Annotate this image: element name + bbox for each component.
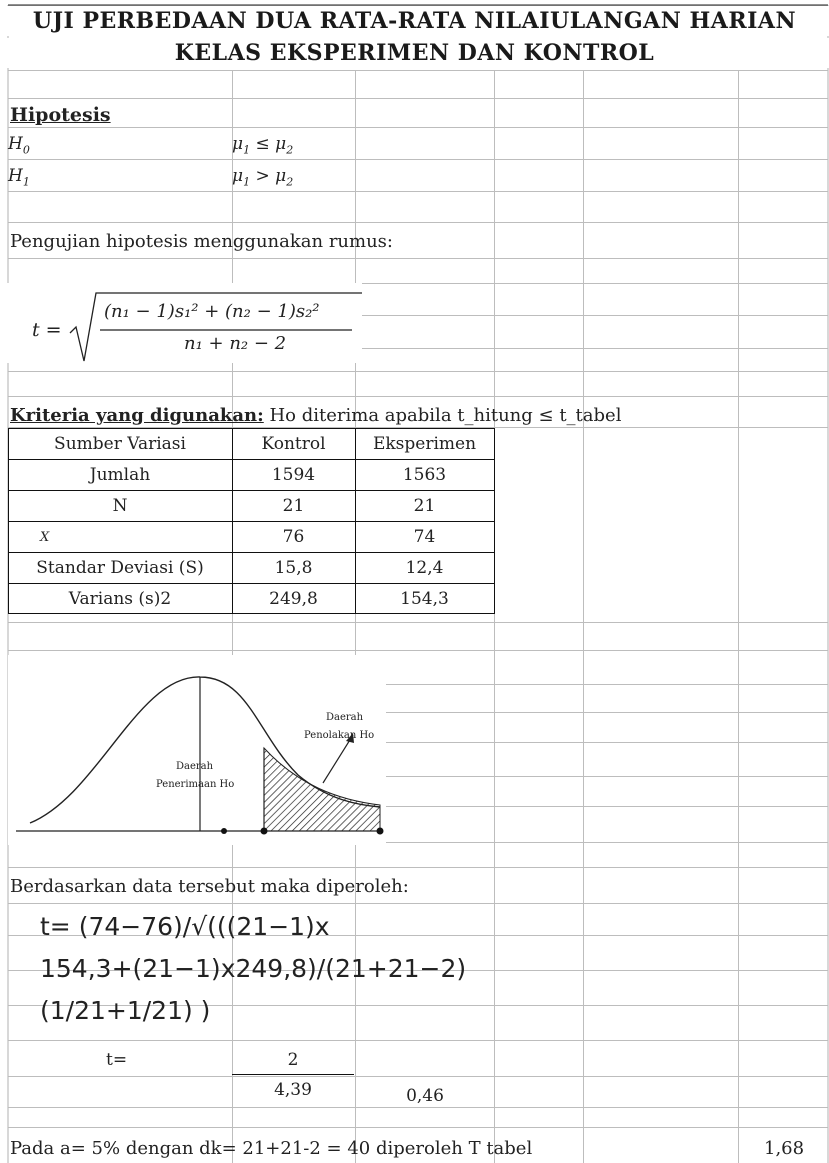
- table-cell-kontrol: 1594: [271, 465, 316, 485]
- result-value: 0,46: [406, 1086, 444, 1106]
- formula-image: t = (n₁ − 1)s₁² + (n₂ − 1)s₂² n₁ + n₂ − …: [0, 283, 362, 363]
- h0-label: H0: [8, 134, 30, 157]
- calc-line-2: 154,3+(21−1)x249,8)/(21+21−2): [40, 954, 467, 983]
- table-cell-sumber: Standar Deviasi (S): [36, 558, 204, 578]
- table-cell-kontrol: 249,8: [269, 589, 318, 609]
- footer-value: 1,68: [764, 1138, 805, 1159]
- berdasarkan-text: Berdasarkan data tersebut maka diperoleh…: [10, 876, 409, 897]
- reject-label-2: Penolakan Ho: [304, 730, 375, 741]
- formula-numerator: (n₁ − 1)s₁² + (n₂ − 1)s₂²: [104, 301, 320, 322]
- h1-relation: μ1 > μ2: [232, 166, 294, 189]
- calc-line-1: t= (74−76)/√(((21−1)x: [40, 912, 330, 941]
- table-cell-kontrol: 21: [282, 496, 305, 516]
- table-row-line: [8, 490, 495, 491]
- pengujian-text: Pengujian hipotesis menggunakan rumus:: [10, 231, 393, 252]
- hipotesis-heading: Hipotesis: [10, 104, 111, 126]
- h0-relation: μ1 ≤ μ2: [232, 134, 294, 157]
- table-row-line: [8, 552, 495, 553]
- table-row-line: [8, 521, 495, 522]
- table-cell-sumber: X: [40, 530, 50, 545]
- table-header-kontrol: Kontrol: [261, 434, 326, 454]
- table-col-line: [355, 428, 356, 614]
- table-header-eksperimen: Eksperimen: [372, 434, 477, 454]
- result-denominator: 4,39: [274, 1080, 312, 1100]
- accept-label-2: Penerimaan Ho: [156, 779, 235, 790]
- footer-text: Pada a= 5% dengan dk= 21+21-2 = 40 diper…: [10, 1138, 533, 1159]
- table-cell-eksperimen: 154,3: [400, 589, 449, 609]
- table-cell-kontrol: 76: [282, 527, 305, 547]
- result-numerator: 2: [287, 1050, 299, 1070]
- table-cell-kontrol: 15,8: [274, 558, 313, 578]
- formula-lhs: t =: [32, 319, 62, 341]
- formula-radical: [69, 292, 362, 362]
- table-cell-sumber: Varians (s)2: [68, 589, 172, 609]
- reject-label-1: Daerah: [326, 712, 364, 723]
- arrow: [322, 734, 354, 784]
- kriteria-label: Kriteria yang digunakan:: [10, 405, 264, 426]
- kriteria-text: Ho diterima apabila t_hitung ≤ t_tabel: [263, 405, 622, 426]
- h1-label: H1: [8, 166, 30, 189]
- distribution-figure: Daerah Penerimaan Ho Daerah Penolakan Ho: [8, 655, 386, 845]
- table-cell-eksperimen: 12,4: [405, 558, 444, 578]
- kriteria-line: Kriteria yang digunakan: Ho diterima apa…: [10, 405, 621, 426]
- table-header-sumber: Sumber Variasi: [54, 434, 186, 454]
- table-cell-eksperimen: 1563: [402, 465, 447, 485]
- table-row-line: [8, 459, 495, 460]
- table-row-line: [8, 583, 495, 584]
- table-cell-sumber: Jumlah: [89, 465, 151, 485]
- normal-curve-svg: [16, 676, 384, 835]
- table-col-line: [232, 428, 233, 614]
- normal-curve: [29, 676, 381, 824]
- formula-denominator: n₁ + n₂ − 2: [184, 333, 287, 354]
- table-cell-eksperimen: 21: [413, 496, 436, 516]
- table-cell-sumber: N: [112, 496, 128, 516]
- calc-line-3: (1/21+1/21) ): [40, 996, 211, 1025]
- t-label: t=: [106, 1050, 128, 1070]
- rejection-region: [263, 746, 381, 832]
- title-line-1: UJI PERBEDAAN DUA RATA-RATA NILAIULANGAN…: [0, 6, 829, 36]
- fraction-bar: [232, 1074, 354, 1075]
- title-line-2: KELAS EKSPERIMEN DAN KONTROL: [0, 38, 829, 68]
- accept-label-1: Daerah: [176, 761, 214, 772]
- table-cell-eksperimen: 74: [413, 527, 436, 547]
